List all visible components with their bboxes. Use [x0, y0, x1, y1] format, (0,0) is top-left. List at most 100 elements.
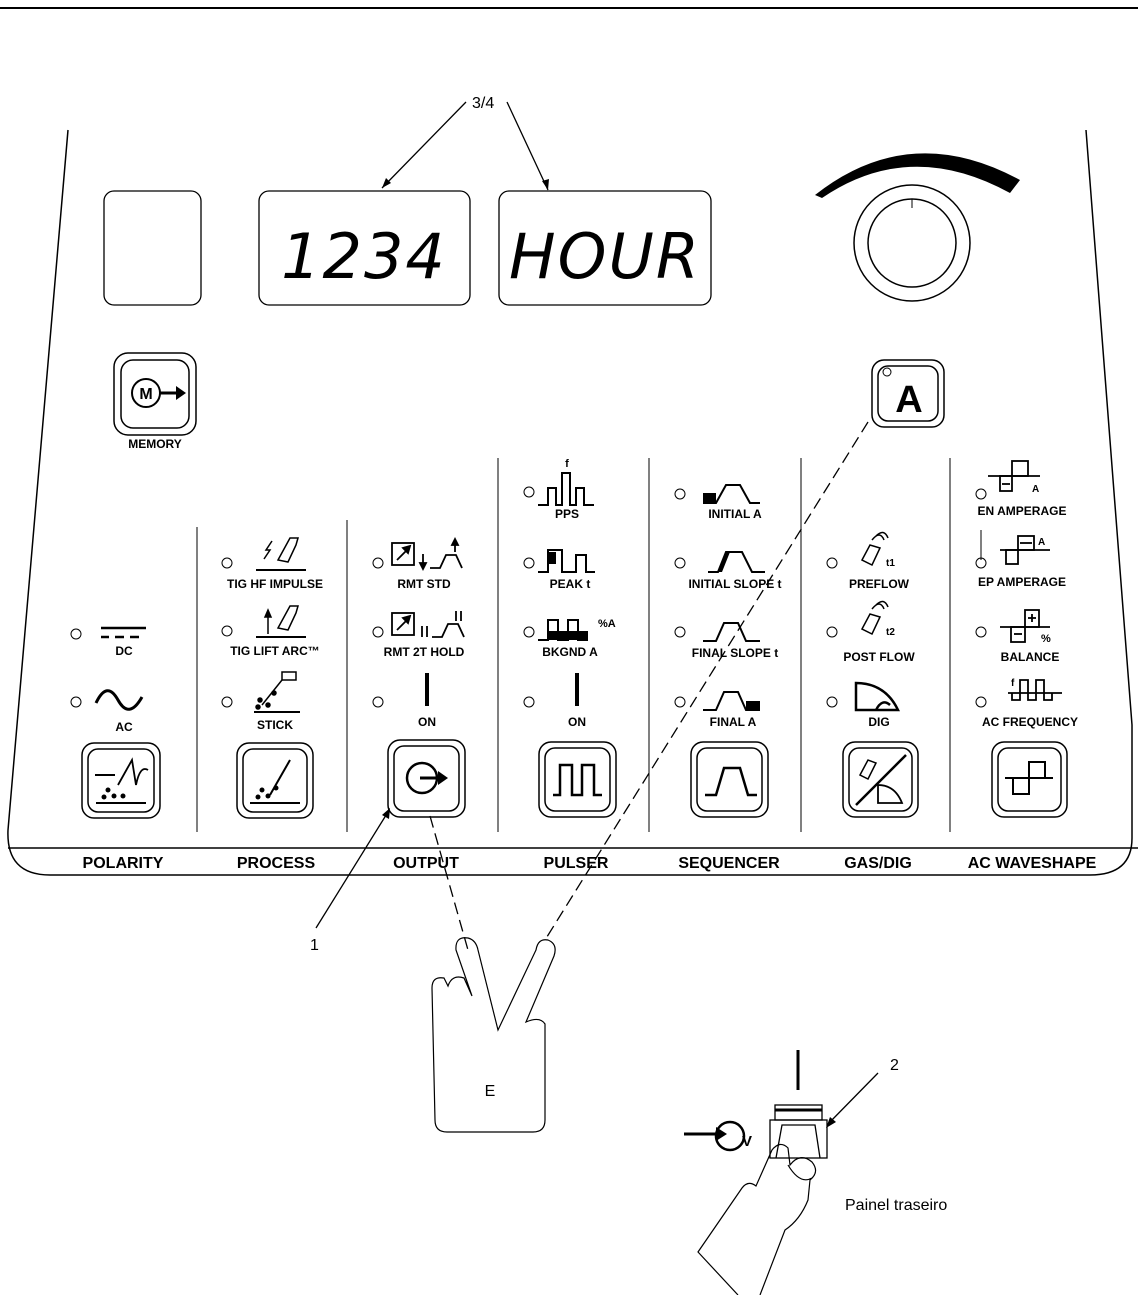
- polarity-option-ac: AC: [115, 720, 133, 734]
- callout-displays-leaders: [382, 102, 548, 190]
- left-display-value: 1234: [281, 220, 447, 293]
- process-button[interactable]: [237, 743, 313, 818]
- ac-frequency-icon: f: [1008, 678, 1062, 700]
- pulser-option-pps: PPS: [555, 507, 579, 521]
- rear-panel-switch[interactable]: [770, 1050, 827, 1158]
- encoder-arc-indicator: [815, 153, 1020, 198]
- polarity-led-dc: [71, 629, 81, 639]
- acwave-option-en-amperage: EN AMPERAGE: [978, 504, 1067, 518]
- power-on-v-icon: V: [684, 1122, 752, 1150]
- polarity-option-dc: DC: [115, 644, 133, 658]
- callout-output-button: 1: [310, 937, 319, 954]
- output-led-3: [373, 697, 383, 707]
- amperage-button-glyph: A: [895, 379, 922, 421]
- acwave-button[interactable]: [992, 742, 1067, 817]
- gasdig-option-postflow: POST FLOW: [843, 650, 915, 664]
- dc-icon: [101, 628, 146, 637]
- acwave-led-1: [976, 489, 986, 499]
- gasdig-led-1: [827, 558, 837, 568]
- section-label-gasdig: GAS/DIG: [844, 855, 912, 872]
- sequencer-led-4: [675, 697, 685, 707]
- lift-arc-icon: [256, 606, 306, 637]
- output-option-rmt-std: RMT STD: [397, 577, 451, 591]
- pulser-led-3: [524, 627, 534, 637]
- ep-a-mark: A: [1038, 537, 1045, 548]
- stick-icon: [254, 672, 300, 712]
- process-led-1: [222, 558, 232, 568]
- preflow-icon: t1: [862, 532, 895, 569]
- process-option-lift-arc: TIG LIFT ARC™: [230, 644, 320, 658]
- dig-icon: [856, 683, 898, 710]
- ep-amperage-icon: A: [1000, 536, 1050, 564]
- ac-sine-icon: [96, 691, 142, 710]
- output-led-2: [373, 627, 383, 637]
- arrowhead: [382, 808, 390, 819]
- gasdig-led-2: [827, 627, 837, 637]
- blank-display: [104, 191, 201, 305]
- sequencer-led-3: [675, 627, 685, 637]
- process-section: TIG HF IMPULSE TIG LIFT ARC™ STICK: [222, 538, 323, 818]
- dashed-guide-output: [430, 816, 468, 950]
- callout-displays: 3/4: [472, 95, 494, 112]
- pressing-hand-illustration: [698, 1144, 816, 1295]
- bkgnd-pct-mark: %A: [598, 618, 616, 630]
- sequencer-section: INITIAL A INITIAL SLOPE t FINAL SLOPE t …: [675, 485, 782, 817]
- process-led-3: [222, 697, 232, 707]
- sequencer-option-final-slope: FINAL SLOPE t: [692, 646, 778, 660]
- en-amperage-icon: A: [988, 461, 1040, 495]
- callout-hand: E: [485, 1083, 496, 1100]
- postflow-icon: t2: [862, 601, 895, 638]
- polarity-section: DC AC: [71, 628, 160, 818]
- sequencer-led-1: [675, 489, 685, 499]
- right-display-value: HOUR: [509, 220, 701, 293]
- final-slope-icon: [703, 623, 760, 641]
- acwave-led-4: [976, 697, 986, 707]
- balance-pct-mark: %: [1041, 633, 1051, 645]
- encoder-knob-inner[interactable]: [868, 199, 956, 287]
- initial-slope-icon: [708, 552, 765, 572]
- callout-power-switch: 2: [890, 1057, 899, 1074]
- acfreq-f-mark: f: [1011, 678, 1015, 689]
- pps-icon: [538, 473, 594, 505]
- acwave-option-ep-amperage: EP AMPERAGE: [978, 575, 1066, 589]
- section-label-pulser: PULSER: [544, 855, 609, 872]
- pps-f-mark: f: [565, 458, 569, 470]
- pulser-button[interactable]: [539, 742, 616, 817]
- amperage-button[interactable]: A: [872, 360, 944, 427]
- hf-torch-icon: [256, 538, 306, 570]
- en-a-mark: A: [1032, 484, 1039, 495]
- gasdig-section: t1 PREFLOW t2 POST FLOW DIG: [827, 532, 918, 817]
- remote-std-icon: [392, 539, 462, 569]
- pulser-option-peak-t: PEAK t: [550, 577, 591, 591]
- callout-output-button-leader: [316, 812, 388, 928]
- sequencer-led-2: [675, 558, 685, 568]
- gasdig-option-dig: DIG: [868, 715, 889, 729]
- remote-2t-hold-icon: [392, 611, 464, 637]
- output-button[interactable]: [388, 740, 465, 817]
- memory-button-glyph: M: [139, 386, 152, 403]
- gasdig-option-preflow: PREFLOW: [849, 577, 910, 591]
- preflow-t1: t1: [886, 558, 895, 569]
- output-section: RMT STD RMT 2T HOLD ON: [373, 539, 465, 817]
- output-led-1: [373, 558, 383, 568]
- pulser-led-1: [524, 487, 534, 497]
- pulser-option-bkgnd-a: BKGND A: [542, 645, 598, 659]
- peak-t-icon: [538, 550, 595, 572]
- power-on-v-glyph: V: [742, 1133, 752, 1150]
- sequencer-option-initial-a: INITIAL A: [708, 507, 762, 521]
- section-label-sequencer: SEQUENCER: [678, 855, 780, 872]
- callout-power-switch-leader: [828, 1073, 878, 1124]
- initial-a-fill: [703, 493, 716, 503]
- process-option-stick: STICK: [257, 718, 293, 732]
- acwave-led-3: [976, 627, 986, 637]
- sequencer-button[interactable]: [691, 742, 768, 817]
- pulser-led-4: [524, 697, 534, 707]
- polarity-button[interactable]: [82, 743, 160, 818]
- pulser-led-2: [524, 558, 534, 568]
- output-option-on: ON: [418, 715, 436, 729]
- sequencer-option-final-a: FINAL A: [710, 715, 757, 729]
- gasdig-button[interactable]: [843, 742, 918, 817]
- memory-button[interactable]: M: [114, 353, 196, 435]
- hand-illustration: [432, 938, 555, 1132]
